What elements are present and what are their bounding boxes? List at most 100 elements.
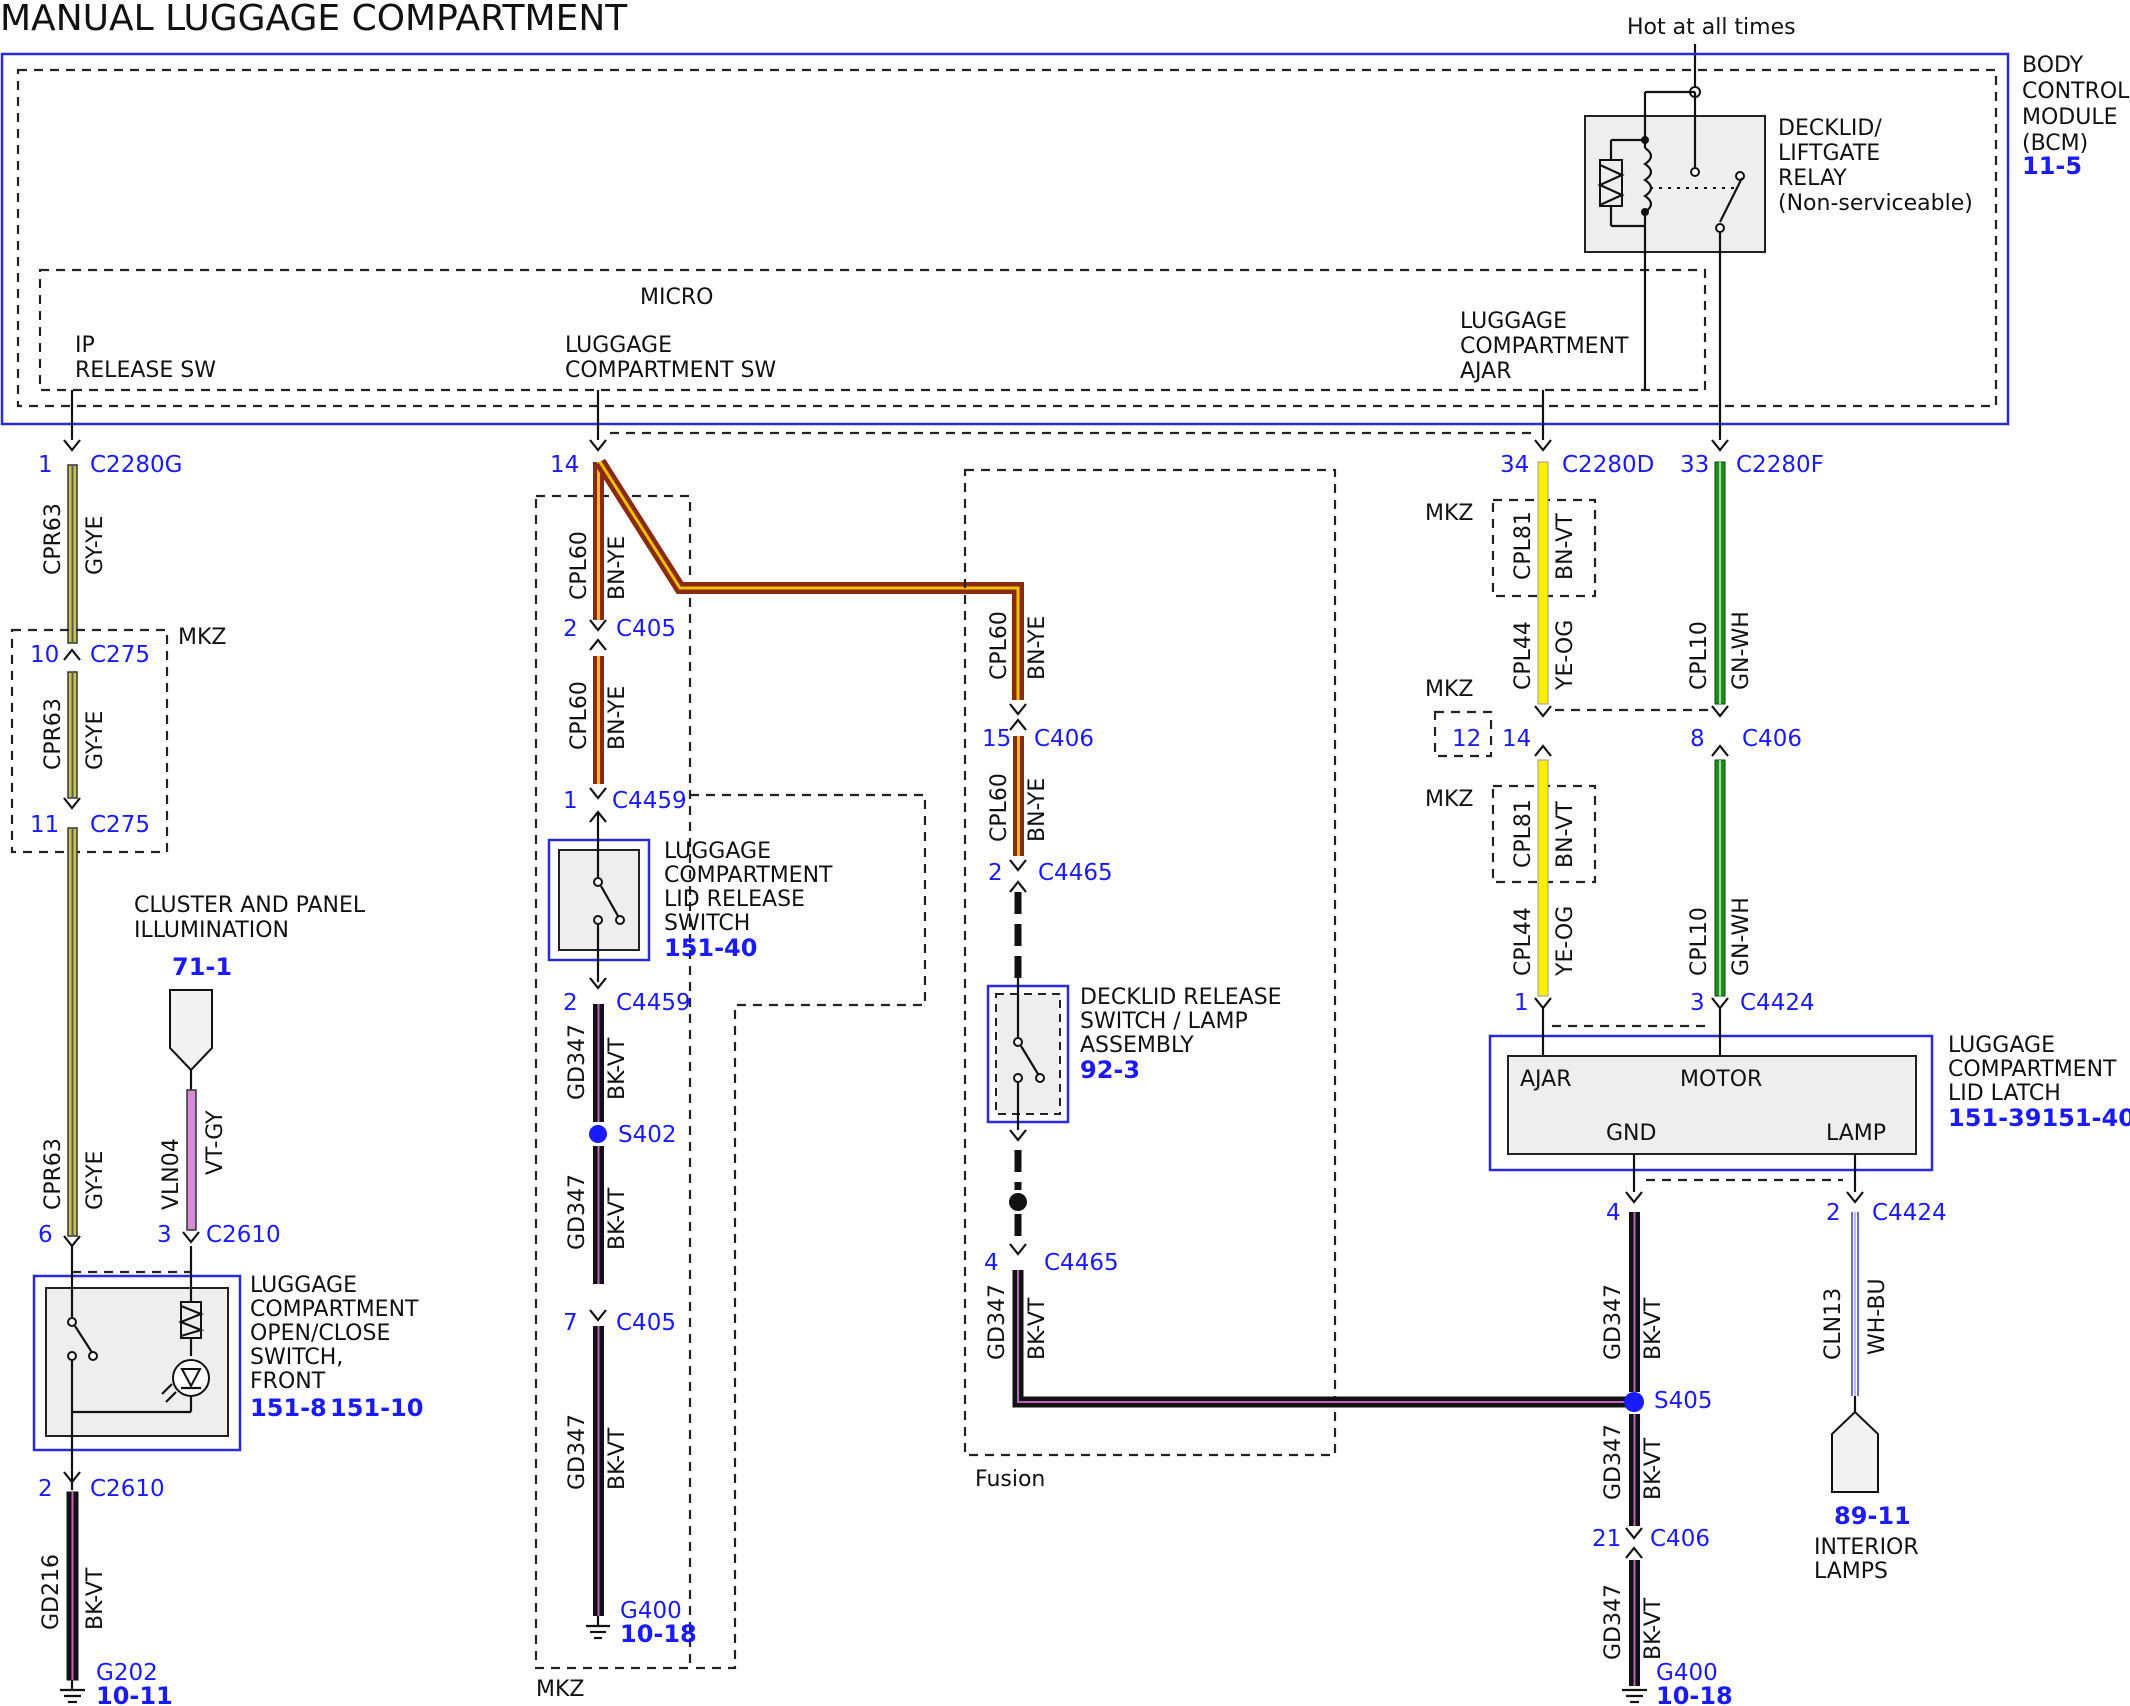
- c406-21-name[interactable]: C406: [1650, 1526, 1710, 1552]
- c4465-2-name[interactable]: C4465: [1038, 860, 1113, 886]
- wire-cpl60-c-circuit: CPL60: [987, 611, 1012, 680]
- c406-15-pin: 15: [982, 726, 1011, 752]
- c4459-2-pin: 2: [563, 990, 578, 1016]
- c4424-2-name[interactable]: C4424: [1872, 1200, 1947, 1226]
- wire-cpr63-c-circuit: CPR63: [41, 1138, 66, 1210]
- wire-cpl60-b-color: BN-YE: [605, 686, 630, 750]
- splice-s402-name[interactable]: S402: [618, 1122, 677, 1148]
- cluster-connector-shape: [169, 989, 213, 1072]
- decklid-ref-link[interactable]: 92-3: [1080, 1056, 1140, 1084]
- c2280d-pin: 34: [1500, 452, 1529, 478]
- c2280d-name[interactable]: C2280D: [1562, 452, 1654, 478]
- wire-gd347-c-color: BK-VT: [605, 1427, 630, 1490]
- wire-vln04: [186, 1089, 197, 1231]
- c275-a-pin: 10: [30, 642, 59, 668]
- lid-latch-ref-link[interactable]: 151-39151-40: [1948, 1104, 2130, 1132]
- wire-gd216-circuit: GD216: [39, 1554, 64, 1630]
- wire-cln13-color: WH-BU: [1865, 1278, 1890, 1355]
- latch-pin-lamp: LAMP: [1826, 1121, 1886, 1146]
- c2610-3-name[interactable]: C2610: [206, 1222, 281, 1248]
- wire-cpl60-b-circuit: CPL60: [567, 681, 592, 750]
- wire-ajar-lower: [1537, 759, 1549, 997]
- wire-gd347-b-color: BK-VT: [605, 1187, 630, 1250]
- c4465-4-pin: 4: [984, 1250, 999, 1276]
- wire-gd347-g-color: BK-VT: [1641, 1597, 1666, 1660]
- c405-2-name[interactable]: C405: [616, 616, 676, 642]
- wire-gd347-a-color: BK-VT: [605, 1037, 630, 1100]
- hot-at-all-times-label: Hot at all times: [1627, 15, 1796, 40]
- wire-cpr63-a-color: GY-YE: [83, 516, 108, 575]
- diagram-title: MANUAL LUGGAGE COMPARTMENT: [0, 0, 628, 39]
- wire-cpl10-b-color: GN-WH: [1729, 897, 1754, 976]
- cluster-ref-link[interactable]: 71-1: [172, 953, 232, 981]
- c405-7-pin: 7: [563, 1310, 578, 1336]
- c405-7-name[interactable]: C405: [616, 1310, 676, 1336]
- relay-box: [1584, 115, 1766, 253]
- wire-cpl44-b-color: YE-OG: [1553, 906, 1578, 977]
- g202-name: G202: [96, 1660, 158, 1686]
- c4465-4-name[interactable]: C4465: [1044, 1250, 1119, 1276]
- latch-pin-ajar: AJAR: [1520, 1067, 1572, 1092]
- wire-gd347-e-color: BK-VT: [1641, 1297, 1666, 1360]
- wire-gd347-d: [1012, 1270, 1634, 1408]
- wire-gd347-c-circuit: GD347: [565, 1414, 590, 1490]
- c2280f-pin: 33: [1680, 452, 1709, 478]
- c275-b-pin: 11: [30, 812, 59, 838]
- lid-latch-box: [1488, 1034, 1934, 1172]
- c4424-4-pin: 4: [1606, 1200, 1621, 1226]
- interior-lamps-ref-link[interactable]: 89-11: [1834, 1502, 1911, 1530]
- c2280f-name[interactable]: C2280F: [1736, 452, 1824, 478]
- wire-gd347-f-color: BK-VT: [1641, 1437, 1666, 1500]
- splice-s405-name[interactable]: S405: [1654, 1388, 1713, 1414]
- lid-latch-inner: [1507, 1055, 1917, 1155]
- wire-cpl81-a-circuit: CPL81: [1511, 511, 1536, 580]
- c4424-2-pin: 2: [1826, 1200, 1841, 1226]
- g202-ref-link[interactable]: 10-11: [96, 1682, 173, 1706]
- g400-a-ref-link[interactable]: 10-18: [620, 1620, 697, 1648]
- lid-release-ref-link[interactable]: 151-40: [664, 934, 757, 962]
- variant-box-fusion: [963, 468, 1337, 1457]
- c4459-1-name[interactable]: C4459: [612, 788, 687, 814]
- micro-box: [38, 268, 1707, 392]
- c406-8-name[interactable]: C406: [1742, 726, 1802, 752]
- c275-b-name[interactable]: C275: [90, 812, 150, 838]
- open-close-ref1-link[interactable]: 151-8: [250, 1394, 327, 1422]
- wire-gd347-a-circuit: GD347: [565, 1024, 590, 1100]
- variant-mkz-cpl81-a: MKZ: [1425, 501, 1473, 526]
- c4459-2-name[interactable]: C4459: [616, 990, 691, 1016]
- wire-vln04-color: VT-GY: [203, 1110, 228, 1175]
- g400-b-ref-link[interactable]: 10-18: [1656, 1682, 1733, 1706]
- c2610-3-pin: 3: [157, 1222, 172, 1248]
- bcm-ref-link[interactable]: 11-5: [2022, 152, 2082, 180]
- decklid-junction: [1009, 1193, 1027, 1211]
- latch-pin-motor: MOTOR: [1680, 1067, 1762, 1092]
- variant-box-mkz-left: [534, 494, 692, 1670]
- c2280g-name[interactable]: C2280G: [90, 452, 182, 478]
- open-close-ref2-link[interactable]: 151-10: [330, 1394, 423, 1422]
- splice-s402: [589, 1125, 607, 1143]
- wire-gd216-color: BK-VT: [83, 1567, 108, 1630]
- c2610-2-name[interactable]: C2610: [90, 1476, 165, 1502]
- bcm-inner-dashed: [16, 68, 1998, 408]
- bcm-module-box: [0, 52, 2010, 426]
- wire-cln13-circuit: CLN13: [1821, 1288, 1846, 1360]
- wire-cpl60-d-color: BN-YE: [1025, 778, 1050, 842]
- c275-a-name[interactable]: C275: [90, 642, 150, 668]
- wire-cpl60-a-circuit: CPL60: [567, 531, 592, 600]
- variant-mkz-c406: MKZ: [1425, 677, 1473, 702]
- wire-gd347-d-color: BK-VT: [1025, 1297, 1050, 1360]
- g400-a-name: G400: [620, 1598, 682, 1624]
- c2280-14-pin: 14: [550, 452, 579, 478]
- wire-cpl44-a-circuit: CPL44: [1511, 621, 1536, 690]
- variant-box-c406: [1433, 710, 1493, 758]
- c4424-3-name[interactable]: C4424: [1740, 990, 1815, 1016]
- c406-15-name[interactable]: C406: [1034, 726, 1094, 752]
